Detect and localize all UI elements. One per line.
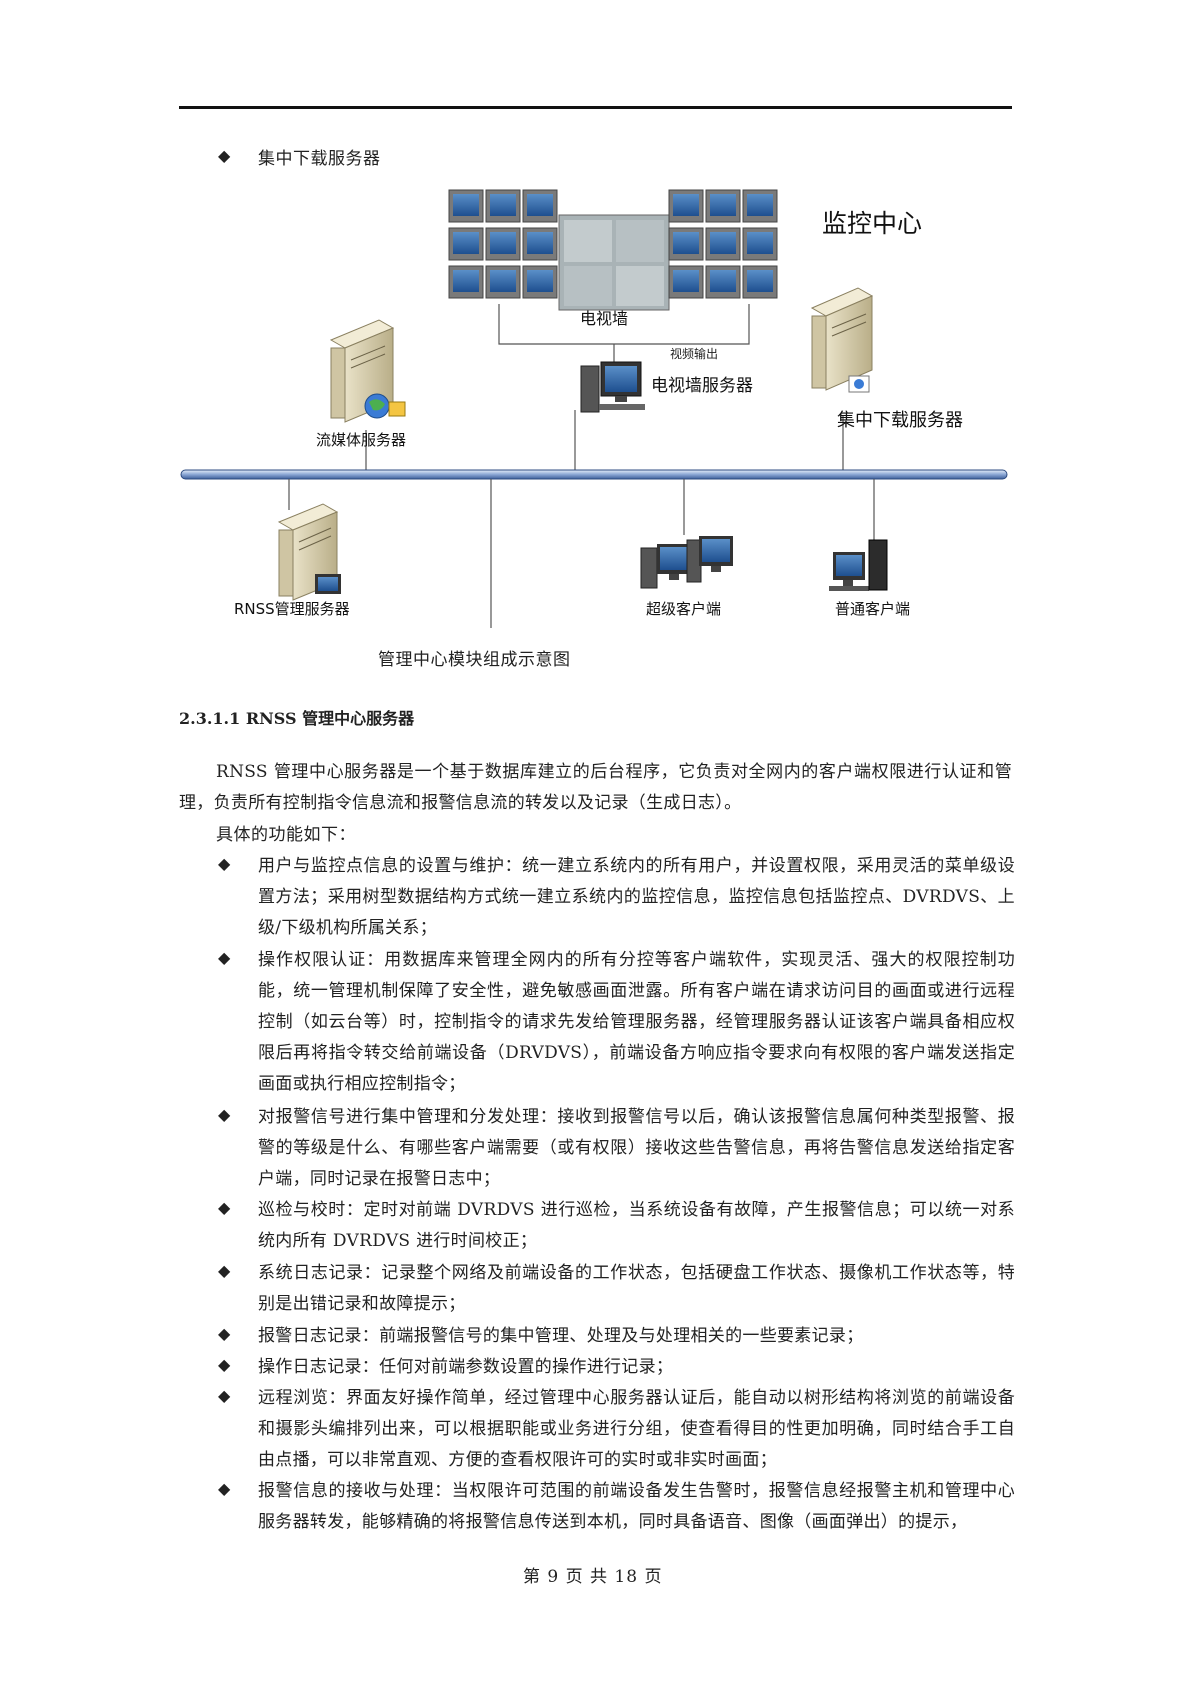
bullet-icon: ◆ [218, 1261, 231, 1280]
bullet-icon: ◆ [218, 948, 231, 967]
network-bus [180, 469, 1008, 480]
top-bullet-text: 集中下载服务器 [258, 149, 381, 169]
streaming-server-label: 流媒体服务器 [316, 431, 406, 449]
central-download-server-label: 集中下载服务器 [837, 410, 963, 431]
tv-wall-left-monitors [448, 189, 558, 299]
central-download-server-icon [810, 287, 874, 393]
tv-wall-center-screen [558, 214, 670, 311]
rnss-server-icon [277, 503, 341, 601]
tv-wall-server-label: 电视墙服务器 [651, 376, 753, 396]
function-item: 报警信息的接收与处理：当权限许可范围的前端设备发生告警时，报警信息经报警主机和管… [258, 1481, 1015, 1532]
management-center-diagram: 监控中心 电视墙 视频输出 电视墙服务器 流媒体服务器 集中下载服务器 RNSS… [180, 189, 1008, 628]
intro-paragraph: RNSS 管理中心服务器是一个基于数据库建立的后台程序，它负责对全网内的客户端权… [179, 762, 1012, 813]
video-output-label: 视频输出 [670, 346, 718, 361]
function-item: 操作权限认证：用数据库来管理全网内的所有分控等客户端软件，实现灵活、强大的权限控… [258, 950, 1015, 1094]
bullet-icon: ◆ [218, 1324, 231, 1343]
monitor-center-label: 监控中心 [822, 209, 922, 238]
bullet-icon: ◆ [218, 1386, 231, 1405]
function-item: 巡检与校时：定时对前端 DVRDVS 进行巡检，当系统设备有故障，产生报警信息；… [258, 1200, 1015, 1251]
page-footer: 第 9 页 共 18 页 [523, 1567, 663, 1587]
streaming-server-icon [329, 319, 406, 423]
bullet-icon: ◆ [218, 1479, 231, 1498]
function-item: 系统日志记录：记录整个网络及前端设备的工作状态，包括硬盘工作状态、摄像机工作状态… [258, 1263, 1015, 1314]
function-item: 报警日志记录：前端报警信号的集中管理、处理及与处理相关的一些要素记录； [258, 1326, 864, 1346]
function-item: 用户与监控点信息的设置与维护：统一建立系统内的所有用户，并设置权限，采用灵活的菜… [258, 856, 1015, 938]
bullet-icon: ◆ [218, 146, 231, 165]
function-item: 远程浏览：界面友好操作简单，经过管理中心服务器认证后，能自动以树形结构将浏览的前… [258, 1388, 1015, 1470]
normal-client-label: 普通客户端 [835, 600, 910, 618]
bullet-icon: ◆ [218, 854, 231, 873]
super-client-icon [640, 536, 733, 589]
normal-client-icon [829, 539, 888, 591]
tv-wall-label: 电视墙 [580, 309, 628, 328]
function-item: 对报警信号进行集中管理和分发处理：接收到报警信号以后，确认该报警信息属何种类型报… [258, 1107, 1015, 1189]
function-item: 操作日志记录：任何对前端参数设置的操作进行记录； [258, 1357, 674, 1377]
header-rule [179, 106, 1012, 109]
section-heading: 2.3.1.1 RNSS 管理中心服务器 [179, 709, 415, 728]
bullet-icon: ◆ [218, 1105, 231, 1124]
diagram-caption: 管理中心模块组成示意图 [378, 650, 571, 670]
bullet-icon: ◆ [218, 1355, 231, 1374]
rnss-server-label: RNSS管理服务器 [234, 600, 350, 618]
super-client-label: 超级客户端 [646, 600, 721, 618]
functions-intro: 具体的功能如下： [216, 825, 356, 845]
bullet-icon: ◆ [218, 1198, 231, 1217]
tv-wall-right-monitors [668, 189, 778, 299]
tv-wall-server-icon [580, 361, 645, 413]
